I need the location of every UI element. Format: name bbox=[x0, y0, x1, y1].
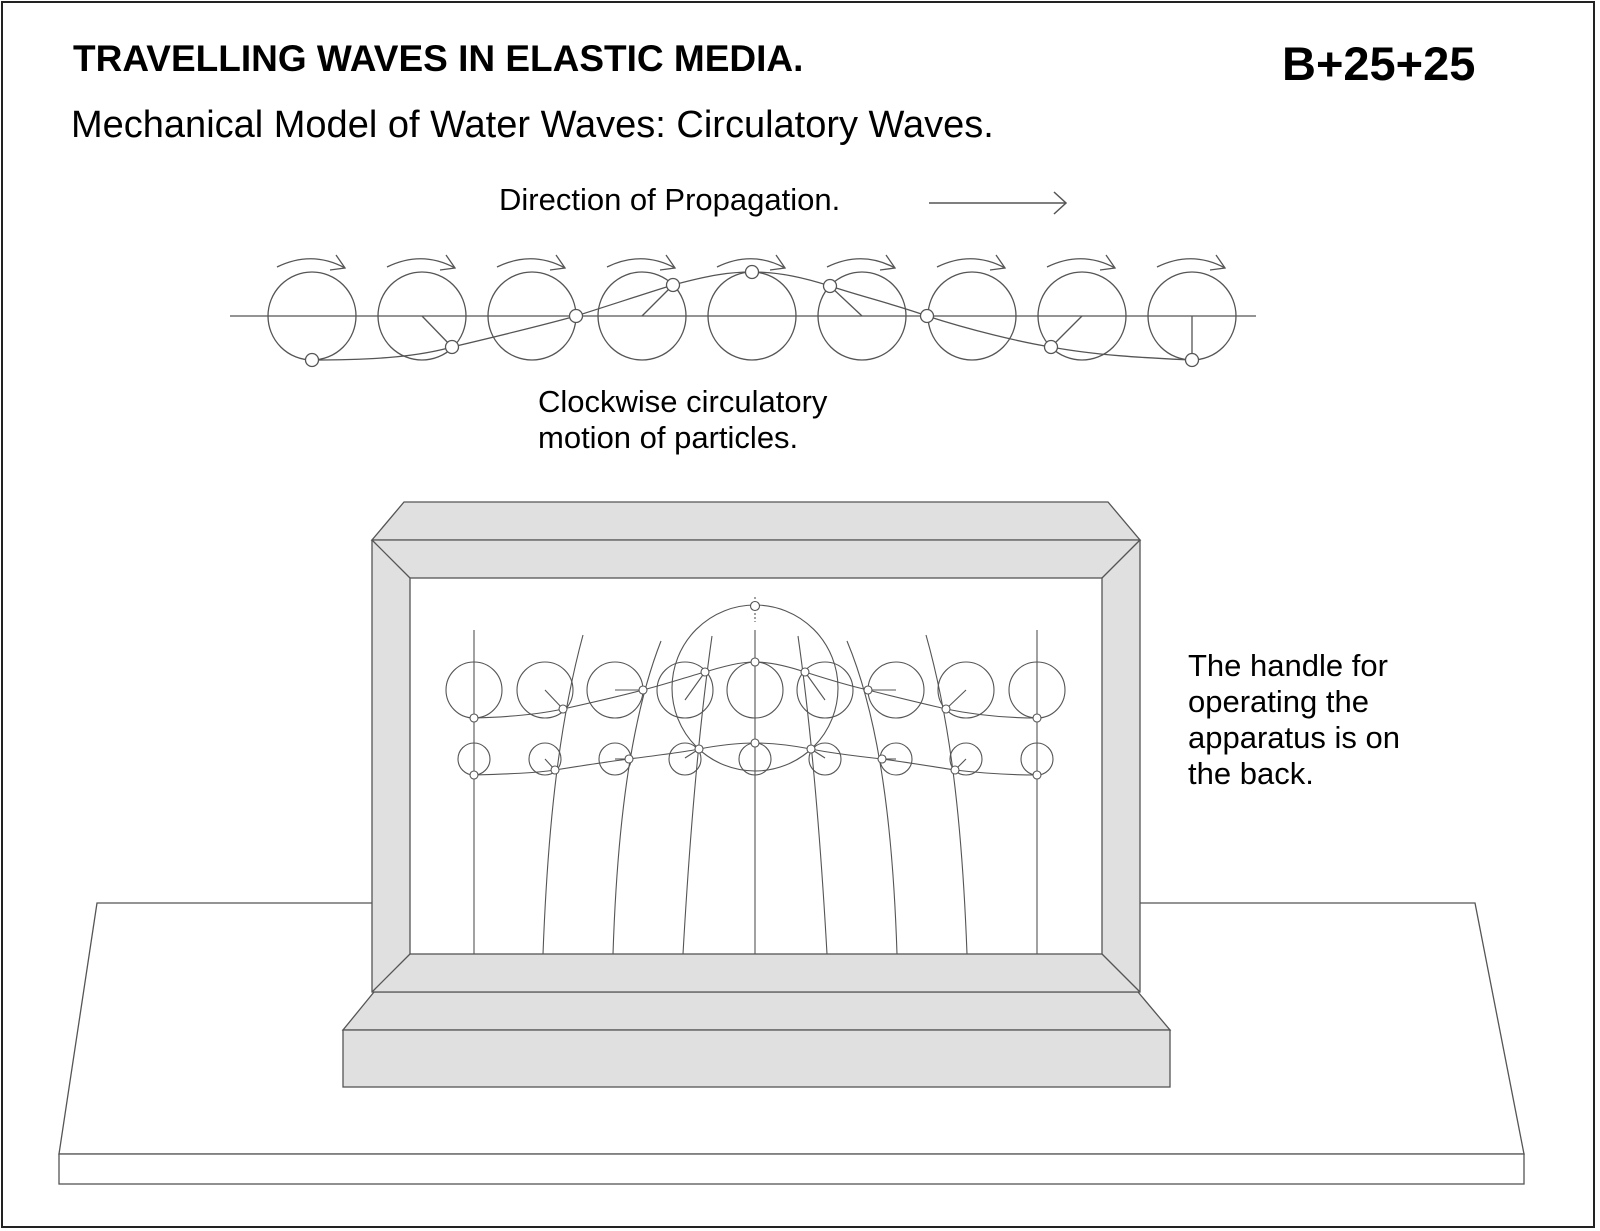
diagram-code: B+25+25 bbox=[1282, 37, 1476, 90]
note-line: The handle for bbox=[1188, 648, 1388, 683]
clockwise-arrow-icon bbox=[276, 254, 1227, 271]
caption-line: Clockwise circulatory bbox=[538, 384, 828, 419]
radius-lines bbox=[421, 284, 1193, 360]
apparatus-mechanism bbox=[445, 597, 1066, 955]
page-title: TRAVELLING WAVES IN ELASTIC MEDIA. bbox=[73, 38, 804, 79]
right-arrow-icon bbox=[929, 191, 1068, 215]
note-line: the back. bbox=[1188, 756, 1314, 791]
note-line: apparatus is on bbox=[1188, 720, 1400, 755]
particle-motion-caption: Clockwise circulatory motion of particle… bbox=[538, 384, 827, 456]
caption-line: motion of particles. bbox=[538, 420, 799, 455]
wave-particle-diagram bbox=[230, 254, 1256, 368]
note-line: operating the bbox=[1188, 684, 1369, 719]
page-subtitle: Mechanical Model of Water Waves: Circula… bbox=[71, 104, 994, 146]
handle-note: The handle for operating the apparatus i… bbox=[1188, 648, 1400, 792]
particle-dots bbox=[304, 264, 1200, 368]
apparatus-stand bbox=[341, 501, 1172, 1088]
direction-label: Direction of Propagation. bbox=[499, 182, 841, 217]
